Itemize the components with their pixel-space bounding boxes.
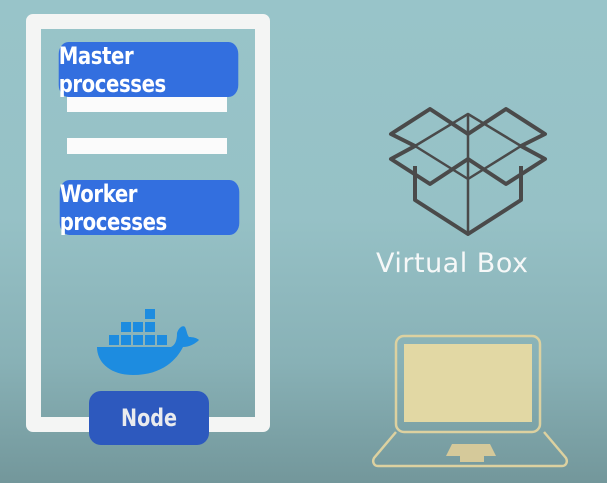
server-slot [67,96,227,112]
laptop-icon [371,334,569,468]
node-label-text: Node [120,404,178,432]
worker-processes-text: Worker processes [59,179,168,236]
master-processes-label: Master processes [58,41,239,98]
node-label: Node [89,391,209,445]
master-processes-text: Master processes [58,41,167,98]
virtualbox-label: Virtual Box [376,248,529,279]
docker-whale-icon [97,309,199,375]
node-server-frame [26,14,270,432]
server-slot [67,138,227,154]
open-box-icon [389,107,547,236]
worker-processes-label: Worker processes [59,179,240,236]
